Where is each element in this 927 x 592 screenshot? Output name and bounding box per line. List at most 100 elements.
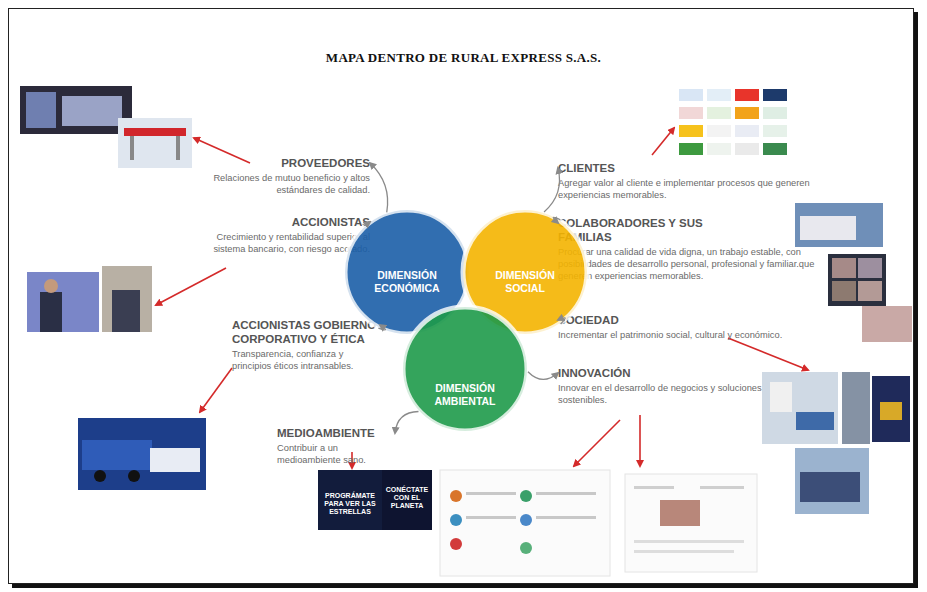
stakeholder-description: Relaciones de mutuo beneficio y altos es… <box>196 172 370 196</box>
logo <box>763 143 787 155</box>
safety-poster <box>78 418 206 490</box>
video-tile <box>832 258 856 278</box>
red-leader-arrow <box>639 415 641 466</box>
stakeholder-description: Contribuir a un medioambiente sano. <box>277 442 395 466</box>
stakeholder-description: Incrementar el patrimonio social, cultur… <box>558 329 788 341</box>
truck-trailer <box>82 440 152 470</box>
innovation-document <box>440 470 610 576</box>
stakeholder-description: Transparencia, confianza y principios ét… <box>232 348 380 372</box>
red-leader-arrow <box>574 420 620 466</box>
truck <box>800 472 860 502</box>
stakeholder-description: Agregar valor al cliente e implementar p… <box>558 177 858 201</box>
truck-photo <box>795 448 869 514</box>
red-leader-arrow <box>200 368 232 412</box>
stakeholder-heading: CLIENTES <box>558 161 858 175</box>
stakeholder-block: MEDIOAMBIENTE Contribuir a un medioambien… <box>277 426 395 466</box>
document-line <box>634 486 674 489</box>
logo <box>707 125 731 137</box>
document-icon <box>520 490 532 502</box>
video-tile <box>858 258 882 278</box>
video-call-photo <box>828 254 886 306</box>
person <box>112 290 140 332</box>
document-icon <box>450 514 462 526</box>
poster-text: CONÉCTATE CON EL PLANETA <box>384 486 430 510</box>
shareholders-photo <box>27 272 99 332</box>
video-tile <box>832 281 856 301</box>
document-line <box>700 486 744 489</box>
truck <box>796 412 834 430</box>
stakeholder-block: PROVEEDORES Relaciones de mutuo beneficio… <box>196 156 370 196</box>
gas-station-photo <box>118 118 192 168</box>
store-shelf <box>62 96 122 126</box>
stakeholder-arrow <box>528 372 558 380</box>
document-icon <box>450 490 462 502</box>
truck-photo <box>842 372 870 444</box>
innovation-document <box>625 474 757 572</box>
store-photo <box>20 86 132 134</box>
stakeholder-heading: SOCIEDAD <box>558 313 788 327</box>
gas-station-pillar <box>176 136 180 160</box>
logo <box>735 143 759 155</box>
gas-station-canopy <box>124 128 186 136</box>
logo <box>679 89 703 101</box>
town-photo <box>762 372 838 444</box>
church <box>770 382 792 412</box>
stakeholder-block: CLIENTES Agregar valor al cliente e imple… <box>558 161 858 201</box>
truck-photo <box>795 203 883 247</box>
stakeholder-block: ACCIONISTAS GOBIERNO CORPORATIVO Y ÉTICA… <box>232 318 380 372</box>
logo <box>735 107 759 119</box>
stakeholder-heading: PROVEEDORES <box>196 156 370 170</box>
document-icon <box>450 538 462 550</box>
truck-wheel <box>128 470 140 482</box>
logo <box>679 125 703 137</box>
anniversary-number <box>880 402 902 420</box>
environment-poster <box>382 470 432 530</box>
stakeholder-block: COLABORADORES Y SUS FAMILIASProcurar una… <box>558 216 820 282</box>
logo <box>763 125 787 137</box>
person-head <box>44 279 58 293</box>
stakeholder-arrow <box>364 221 370 225</box>
video-tile <box>858 281 882 301</box>
document-line <box>634 540 744 543</box>
document-line <box>466 492 516 495</box>
client-logos <box>676 86 792 162</box>
truck-wheel <box>94 470 106 482</box>
poster-text-area <box>150 448 200 472</box>
stakeholder-block: SOCIEDAD Incrementar el patrimonio social… <box>558 313 788 341</box>
document-line <box>466 516 516 519</box>
document-icon <box>520 542 532 554</box>
poster-text: PROGRÁMATE PARA VER LAS ESTRELLAS <box>320 492 380 516</box>
circle-shape <box>402 306 528 432</box>
truck-trailer <box>800 216 856 240</box>
red-leader-arrow <box>156 268 226 305</box>
stakeholder-arrow <box>553 217 560 223</box>
logo <box>707 143 731 155</box>
gas-station-pillar <box>130 136 134 160</box>
stakeholder-heading: ACCIONISTAS <box>190 215 370 229</box>
red-leader-arrow <box>194 138 250 163</box>
document-image <box>660 500 700 526</box>
dimension-circle: DIMENSIÓN AMBIENTAL <box>402 306 528 432</box>
stakeholder-block: ACCIONISTAS Crecimiento y rentabilidad su… <box>190 215 370 255</box>
logo <box>707 89 731 101</box>
logo <box>707 107 731 119</box>
stakeholder-arrow <box>378 325 385 330</box>
stakeholder-description: Innovar en el desarrollo de negocios y s… <box>558 382 788 406</box>
person <box>40 292 62 332</box>
logo <box>735 125 759 137</box>
stakeholder-heading: MEDIOAMBIENTE <box>277 426 395 440</box>
document-line <box>634 550 734 553</box>
circle-fill <box>403 307 527 431</box>
logo <box>679 107 703 119</box>
stakeholder-description: Crecimiento y rentabilidad superior al s… <box>190 231 370 255</box>
red-leader-arrow <box>728 338 808 370</box>
stakeholder-arrow <box>395 412 419 433</box>
family-photo <box>862 306 912 342</box>
circle-label: DIMENSIÓN AMBIENTAL <box>425 382 505 408</box>
logo <box>735 89 759 101</box>
store-window <box>26 92 56 128</box>
document-line <box>536 516 596 519</box>
red-leader-arrow <box>652 128 674 155</box>
